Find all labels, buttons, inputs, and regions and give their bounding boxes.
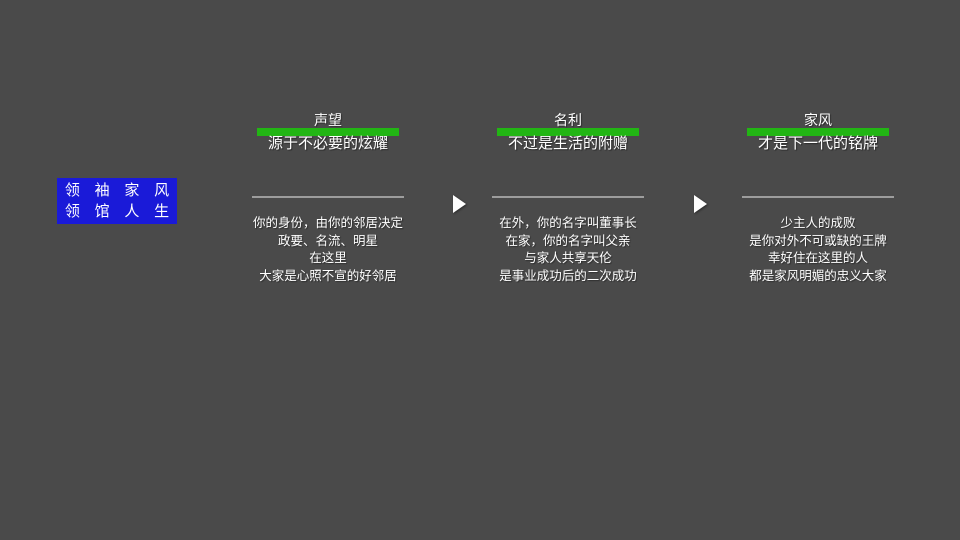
body-line: 你的身份，由你的邻居决定 <box>252 215 403 230</box>
column-1-divider <box>252 196 404 198</box>
body-line: 是你对外不可或缺的王牌 <box>749 232 887 248</box>
body-line: 都是家风明媚的忠义大家 <box>749 267 887 283</box>
column-3-subtitle: 才是下一代的铭牌 <box>757 134 878 152</box>
green-highlight-bar <box>497 128 639 136</box>
column-2-header: 名利 不过是生活的附赠 <box>468 112 668 164</box>
content-column-1: 声望 源于不必要的炫耀 你的身份，由你的邻居决定 政要、名流、明星 在这里 大家… <box>228 112 428 284</box>
body-line: 少主人的成败 <box>780 215 856 230</box>
column-1-subtitle: 源于不必要的炫耀 <box>267 134 388 152</box>
title-block-line-2: 领 馆 人 生 <box>64 202 175 220</box>
column-3-header: 家风 才是下一代的铭牌 <box>718 112 918 164</box>
body-line: 政要、名流、明星 <box>277 232 378 248</box>
green-highlight-bar <box>257 128 399 136</box>
green-highlight-bar <box>747 128 889 136</box>
body-line: 在这里 <box>309 250 347 265</box>
body-line: 是事业成功后的二次成功 <box>499 267 637 283</box>
content-column-3: 家风 才是下一代的铭牌 少主人的成败 是你对外不可或缺的王牌 幸好住在这里的人 … <box>718 112 918 284</box>
column-3-body: 少主人的成败 是你对外不可或缺的王牌 幸好住在这里的人 都是家风明媚的忠义大家 <box>718 214 918 284</box>
column-3-title: 家风 <box>804 113 832 129</box>
column-2-divider <box>492 196 644 198</box>
triangle-right-icon <box>453 195 466 213</box>
column-2-title: 名利 <box>554 113 582 129</box>
body-line: 与家人共享天伦 <box>524 250 612 265</box>
content-column-2: 名利 不过是生活的附赠 在外，你的名字叫董事长 在家，你的名字叫父亲 与家人共享… <box>468 112 668 284</box>
body-line: 大家是心照不宣的好邻居 <box>259 267 397 283</box>
column-1-title: 声望 <box>314 113 342 129</box>
body-line: 在家，你的名字叫父亲 <box>505 232 631 248</box>
title-block: 领 袖 家 风 领 馆 人 生 <box>57 178 177 224</box>
column-2-body: 在外，你的名字叫董事长 在家，你的名字叫父亲 与家人共享天伦 是事业成功后的二次… <box>468 214 668 284</box>
column-1-body: 你的身份，由你的邻居决定 政要、名流、明星 在这里 大家是心照不宣的好邻居 <box>228 214 428 284</box>
column-2-subtitle: 不过是生活的附赠 <box>507 134 628 152</box>
title-block-line-1: 领 袖 家 风 <box>64 181 175 199</box>
body-line: 在外，你的名字叫董事长 <box>499 215 637 230</box>
column-1-header: 声望 源于不必要的炫耀 <box>228 112 428 164</box>
triangle-right-icon <box>694 195 707 213</box>
body-line: 幸好住在这里的人 <box>767 250 868 265</box>
column-3-divider <box>742 196 894 198</box>
